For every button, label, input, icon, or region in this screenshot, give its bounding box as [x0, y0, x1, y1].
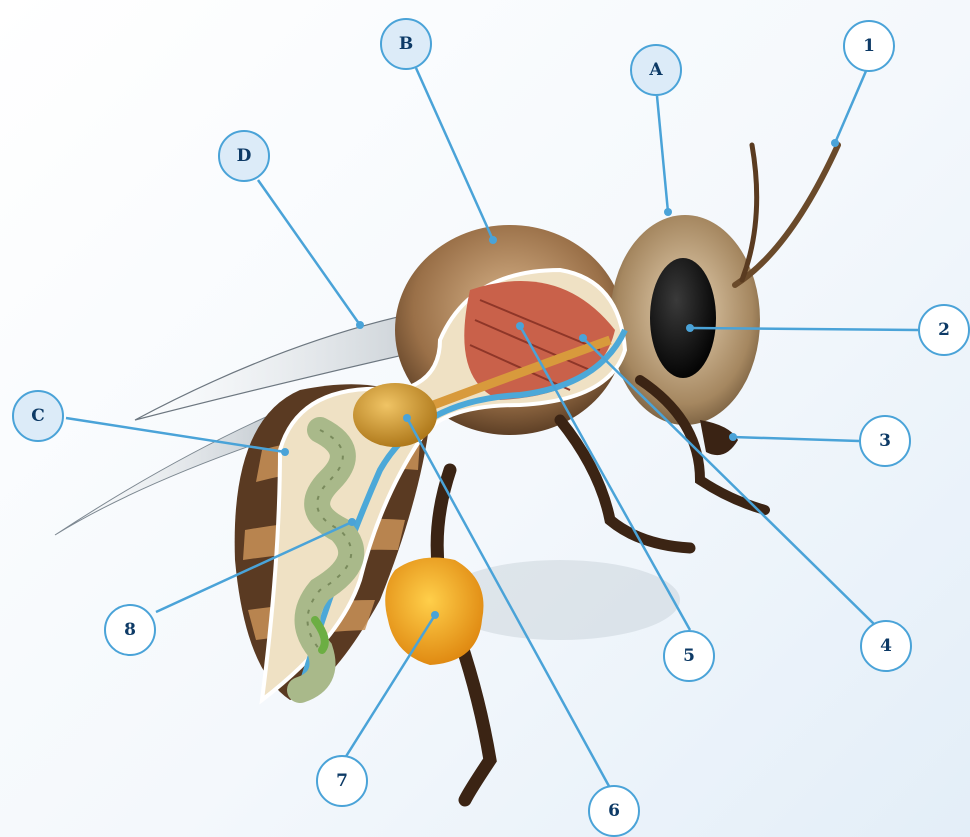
- callout-7[interactable]: 7: [316, 755, 368, 807]
- endpoint-1: [831, 139, 839, 147]
- endpoint-4: [579, 334, 587, 342]
- leader-7: [345, 615, 435, 758]
- callout-8[interactable]: 8: [104, 604, 156, 656]
- callout-C[interactable]: C: [12, 390, 64, 442]
- endpoint-5: [516, 322, 524, 330]
- endpoint-A: [664, 208, 672, 216]
- callout-1[interactable]: 1: [843, 20, 895, 72]
- callout-A[interactable]: A: [630, 44, 682, 96]
- endpoint-C: [281, 448, 289, 456]
- callout-5[interactable]: 5: [663, 630, 715, 682]
- middle-leg: [560, 420, 690, 548]
- callout-6[interactable]: 6: [588, 785, 640, 837]
- antenna-right: [735, 145, 838, 285]
- endpoint-B: [489, 236, 497, 244]
- honey-stomach: [353, 383, 437, 447]
- callout-B[interactable]: B: [380, 18, 432, 70]
- endpoint-6: [403, 414, 411, 422]
- endpoint-2: [686, 324, 694, 332]
- endpoint-D: [356, 321, 364, 329]
- compound-eye: [650, 258, 716, 378]
- callout-D[interactable]: D: [218, 130, 270, 182]
- leader-A: [657, 96, 668, 212]
- leader-3: [733, 437, 859, 441]
- leader-D: [258, 180, 360, 325]
- callout-4[interactable]: 4: [860, 620, 912, 672]
- callout-2[interactable]: 2: [918, 304, 970, 356]
- callout-3[interactable]: 3: [859, 415, 911, 467]
- leader-1: [835, 71, 866, 143]
- endpoint-8: [348, 518, 356, 526]
- leader-B: [416, 68, 493, 240]
- endpoint-7: [431, 611, 439, 619]
- endpoint-3: [729, 433, 737, 441]
